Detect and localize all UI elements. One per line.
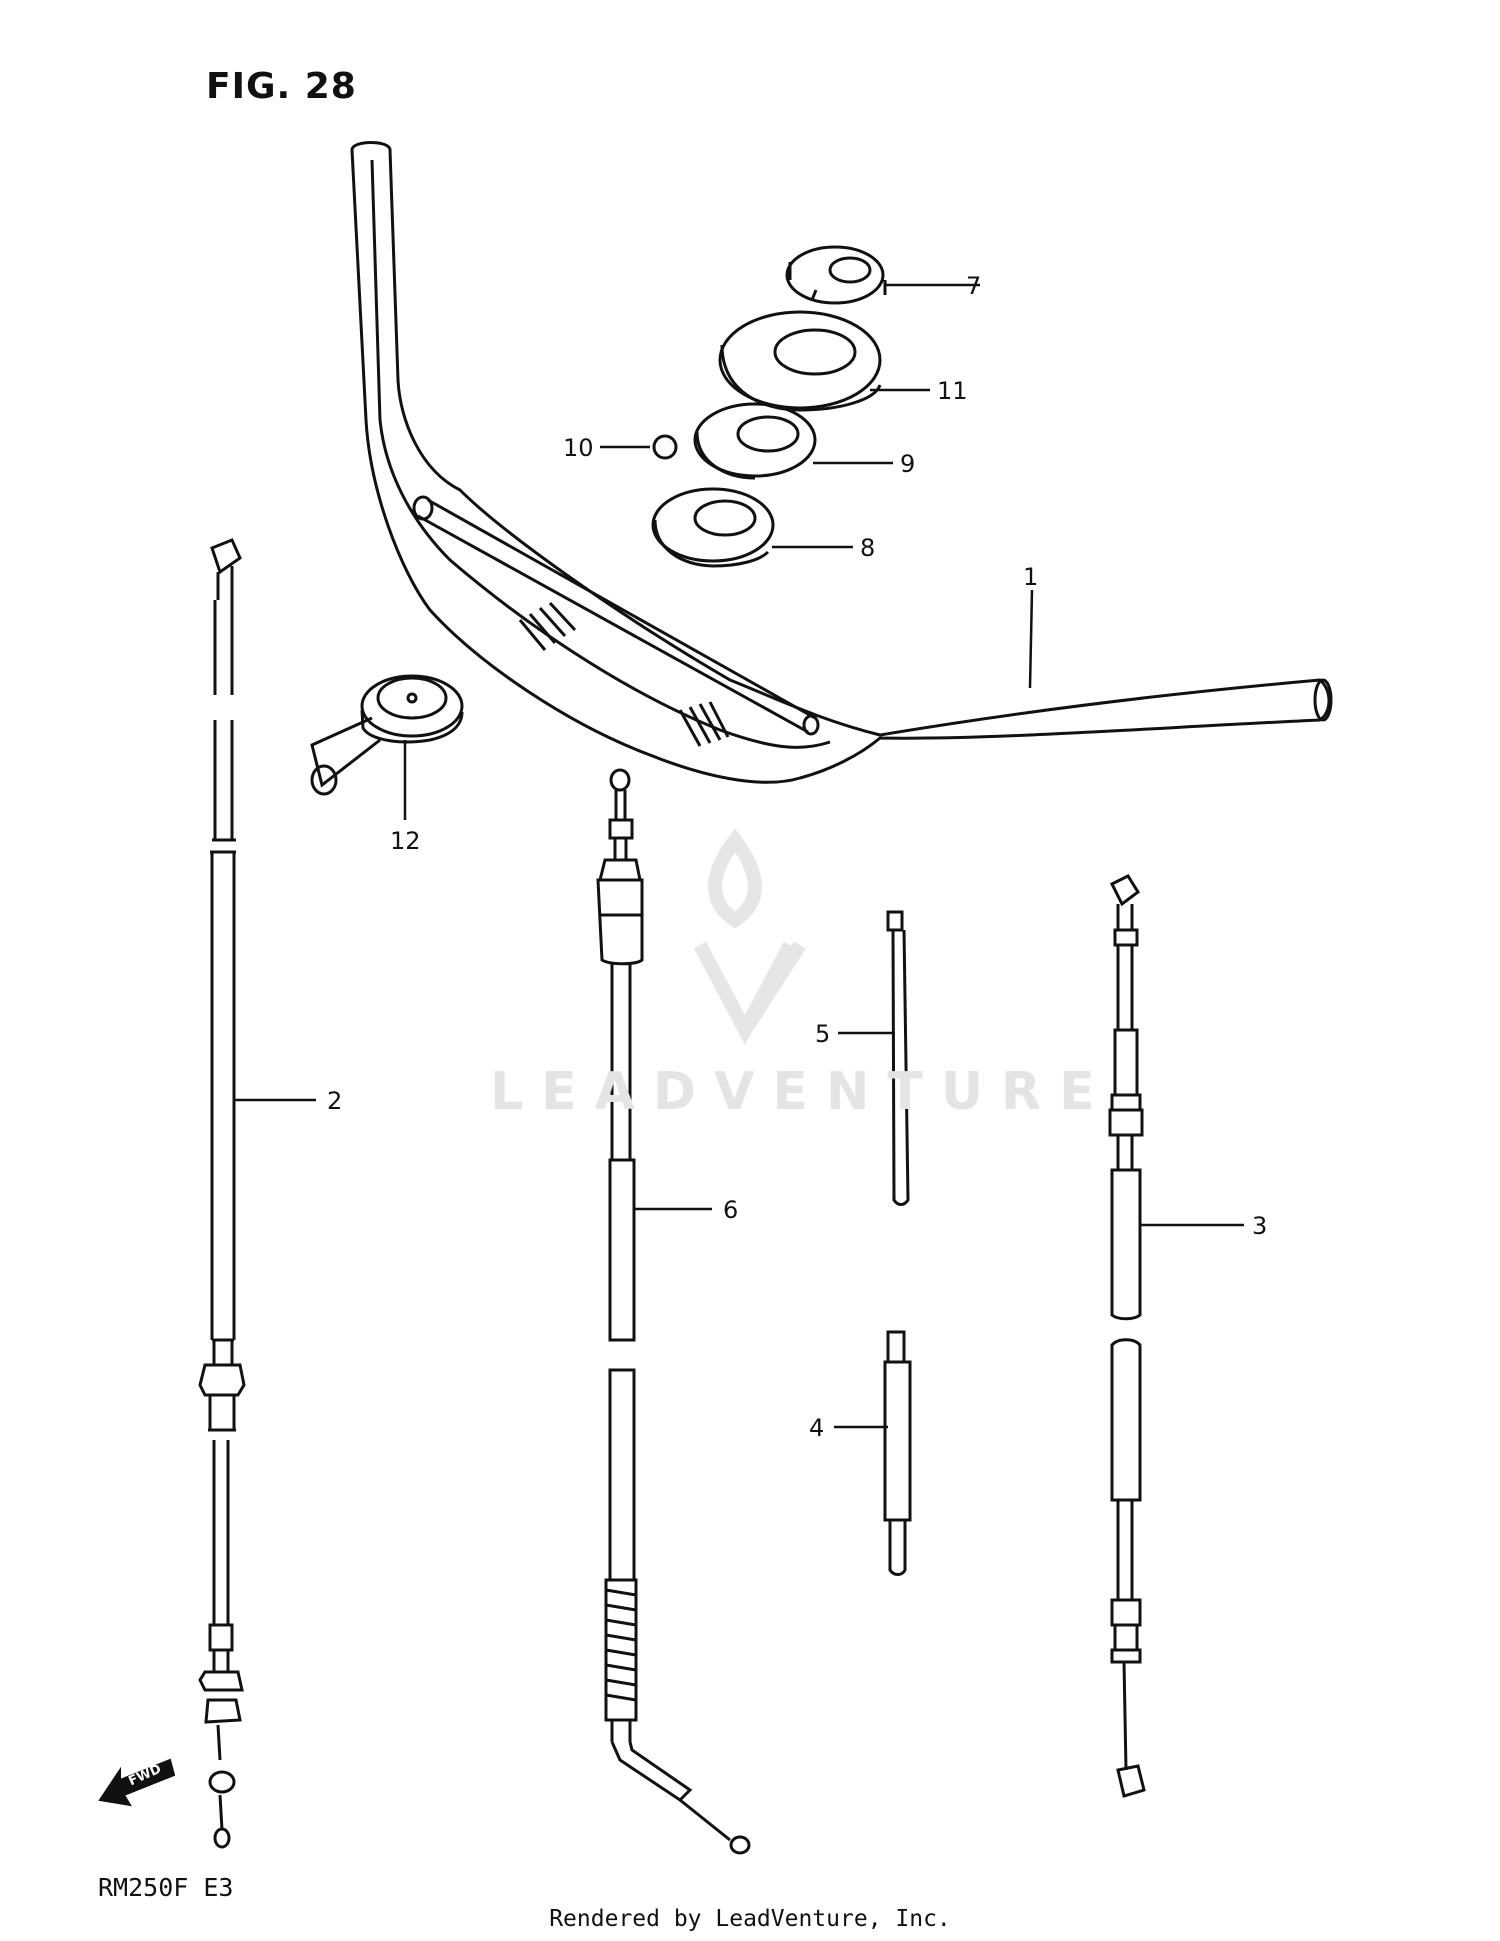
leader-1	[1028, 589, 1034, 689]
callout-7: 7	[966, 272, 982, 300]
callout-3: 3	[1252, 1212, 1268, 1240]
callout-5: 5	[815, 1020, 831, 1048]
cable-part-6	[596, 768, 751, 1855]
model-code: RM250F E3	[98, 1873, 234, 1902]
callout-1: 1	[1023, 563, 1039, 591]
callout-6: 6	[723, 1196, 739, 1224]
holder-part-8	[651, 487, 775, 568]
cable-tie-part-4	[883, 1330, 912, 1576]
ball-part-10	[652, 434, 678, 460]
cable-part-3	[1108, 874, 1146, 1798]
cable-tie-part-5	[886, 910, 910, 1206]
nut-part-7	[785, 245, 887, 305]
handlebar-part-1	[350, 141, 1333, 784]
fwd-arrow-icon	[98, 1758, 176, 1807]
callout-12: 12	[390, 827, 421, 855]
cable-part-2	[198, 538, 246, 1849]
callout-10: 10	[563, 434, 594, 462]
cushion-part-11	[718, 310, 882, 412]
callout-9: 9	[900, 450, 916, 478]
figure-title: FIG. 28	[206, 66, 357, 107]
footer-credit: Rendered by LeadVenture, Inc.	[549, 1906, 951, 1932]
hour-meter-part-12	[310, 674, 464, 796]
washer-part-9	[693, 402, 817, 480]
watermark-logo	[693, 828, 806, 1045]
callout-8: 8	[860, 534, 876, 562]
leader-lines	[234, 283, 1244, 1429]
callout-4: 4	[809, 1414, 825, 1442]
callout-11: 11	[937, 377, 968, 405]
callout-2: 2	[327, 1087, 343, 1115]
watermark-text: LEADVENTURE	[490, 1062, 1113, 1122]
